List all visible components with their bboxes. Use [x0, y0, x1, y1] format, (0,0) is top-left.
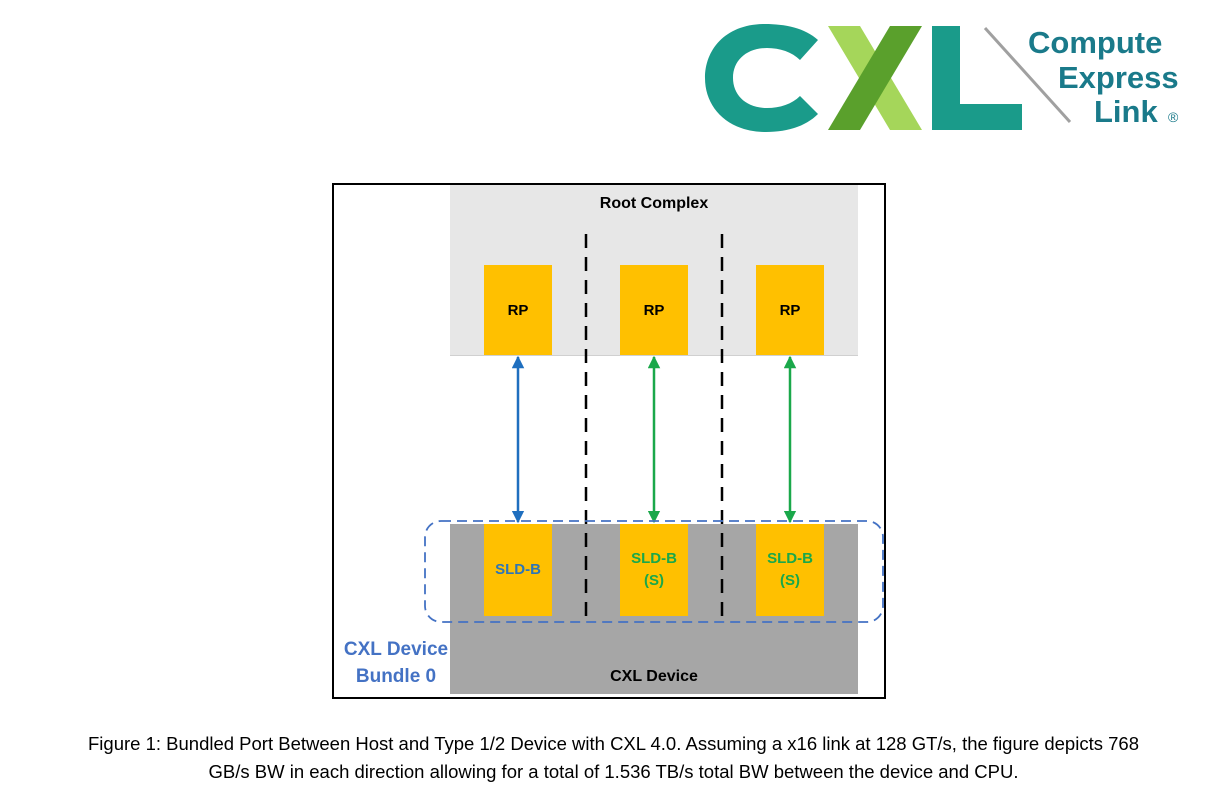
figure-caption: Figure 1: Bundled Port Between Host and … — [0, 730, 1227, 786]
cxl-logo: Compute Express Link ® — [705, 24, 1179, 132]
caption-line-1: Figure 1: Bundled Port Between Host and … — [88, 733, 1139, 754]
sld-port-2: SLD-B (S) — [620, 524, 688, 616]
root-port-3: RP — [756, 265, 824, 355]
sld-port-2-sublabel: (S) — [643, 572, 664, 589]
bundle-label: CXL Device Bundle 0 — [338, 636, 454, 690]
caption-line-2: GB/s BW in each direction allowing for a… — [208, 761, 1019, 782]
sld-port-1: SLD-B — [484, 524, 552, 616]
sld-port-3-label: SLD-B — [767, 550, 813, 567]
sld-port-1-label: SLD-B — [495, 561, 541, 578]
logo-word-link: Link — [1094, 94, 1158, 129]
cxl-device-label: CXL Device — [610, 668, 698, 685]
logo-letter-x-dark — [828, 26, 922, 130]
logo-divider — [983, 26, 1072, 124]
logo-word-compute: Compute — [1028, 25, 1162, 60]
root-port-2: RP — [620, 265, 688, 355]
bundle-label-line2: Bundle 0 — [355, 666, 437, 687]
sld-port-3-sublabel: (S) — [779, 572, 800, 589]
logo-letter-l — [932, 26, 1022, 130]
logo-word-express: Express — [1058, 60, 1179, 95]
root-port-1: RP — [484, 265, 552, 355]
bundle-label-line1: CXL Device — [343, 639, 449, 660]
root-complex-label: Root Complex — [599, 195, 709, 212]
logo-registered-mark: ® — [1168, 109, 1179, 125]
sld-port-3: SLD-B (S) — [756, 524, 824, 616]
logo-letter-c — [705, 24, 818, 132]
sld-port-2-label: SLD-B — [631, 550, 677, 567]
